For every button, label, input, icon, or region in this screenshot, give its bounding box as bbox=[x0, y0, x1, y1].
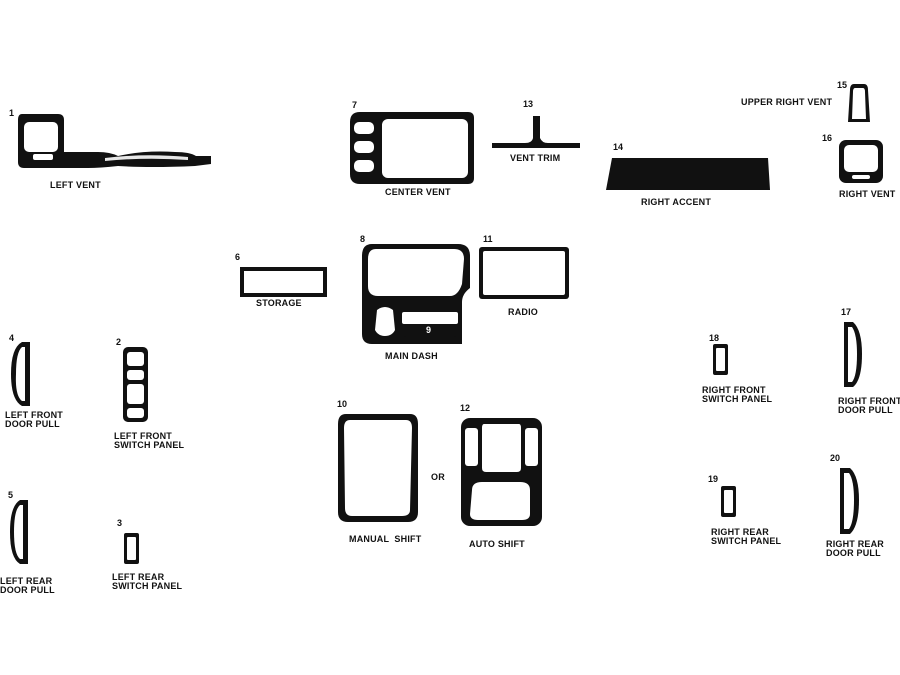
piece-16-right-vent bbox=[839, 140, 883, 183]
label-auto-shift: AUTO SHIFT bbox=[469, 539, 525, 549]
piece-19-right-rear-switch-panel bbox=[721, 486, 736, 517]
label-right-accent: RIGHT ACCENT bbox=[641, 197, 712, 207]
label-right-vent: RIGHT VENT bbox=[839, 189, 896, 199]
number-12: 12 bbox=[460, 403, 471, 413]
number-18: 18 bbox=[709, 333, 720, 343]
number-16: 16 bbox=[822, 133, 833, 143]
label-left-vent: LEFT VENT bbox=[50, 180, 101, 190]
piece-17-right-front-door-pull bbox=[844, 322, 862, 387]
piece-10-manual-shift bbox=[338, 414, 418, 522]
piece-8-main-dash bbox=[362, 244, 470, 344]
label-or: OR bbox=[431, 472, 445, 482]
label-center-vent: CENTER VENT bbox=[385, 187, 451, 197]
piece-11-radio bbox=[479, 247, 569, 299]
label-main-dash: MAIN DASH bbox=[385, 351, 438, 361]
piece-18-right-front-switch-panel bbox=[713, 344, 728, 375]
number-11: 11 bbox=[483, 234, 493, 244]
number-14: 14 bbox=[613, 142, 624, 152]
piece-14-right-accent bbox=[606, 158, 770, 190]
piece-4-left-front-door-pull bbox=[11, 342, 30, 406]
piece-9-insert bbox=[404, 325, 456, 337]
piece-12-auto-shift bbox=[461, 418, 542, 526]
number-17: 17 bbox=[841, 307, 852, 317]
number-1: 1 bbox=[9, 108, 15, 118]
piece-15-upper-right-vent bbox=[848, 84, 870, 122]
number-10: 10 bbox=[337, 399, 348, 409]
number-7: 7 bbox=[352, 100, 358, 110]
number-20: 20 bbox=[830, 453, 841, 463]
label-vent-trim: VENT TRIM bbox=[510, 153, 561, 163]
number-2: 2 bbox=[116, 337, 122, 347]
piece-2-left-front-switch-panel bbox=[123, 347, 148, 422]
number-19: 19 bbox=[708, 474, 719, 484]
piece-1-left-vent bbox=[18, 114, 211, 168]
piece-6-storage bbox=[240, 267, 327, 297]
piece-13-vent-trim bbox=[492, 116, 580, 148]
number-8: 8 bbox=[360, 234, 366, 244]
label-storage: STORAGE bbox=[256, 298, 302, 308]
label-upper-right-vent: UPPER RIGHT VENT bbox=[741, 97, 833, 107]
number-4: 4 bbox=[9, 333, 15, 343]
piece-20-right-rear-door-pull bbox=[840, 468, 859, 534]
number-13: 13 bbox=[523, 99, 534, 109]
number-15: 15 bbox=[837, 80, 848, 90]
number-9: 9 bbox=[426, 325, 432, 335]
number-5: 5 bbox=[8, 490, 14, 500]
number-6: 6 bbox=[235, 252, 241, 262]
piece-3-left-rear-switch-panel bbox=[124, 533, 139, 564]
label-radio: RADIO bbox=[508, 307, 538, 317]
piece-5-left-rear-door-pull bbox=[10, 500, 28, 564]
piece-7-center-vent bbox=[350, 112, 474, 184]
number-3: 3 bbox=[117, 518, 123, 528]
label-manual-shift: MANUAL SHIFT bbox=[349, 534, 422, 544]
